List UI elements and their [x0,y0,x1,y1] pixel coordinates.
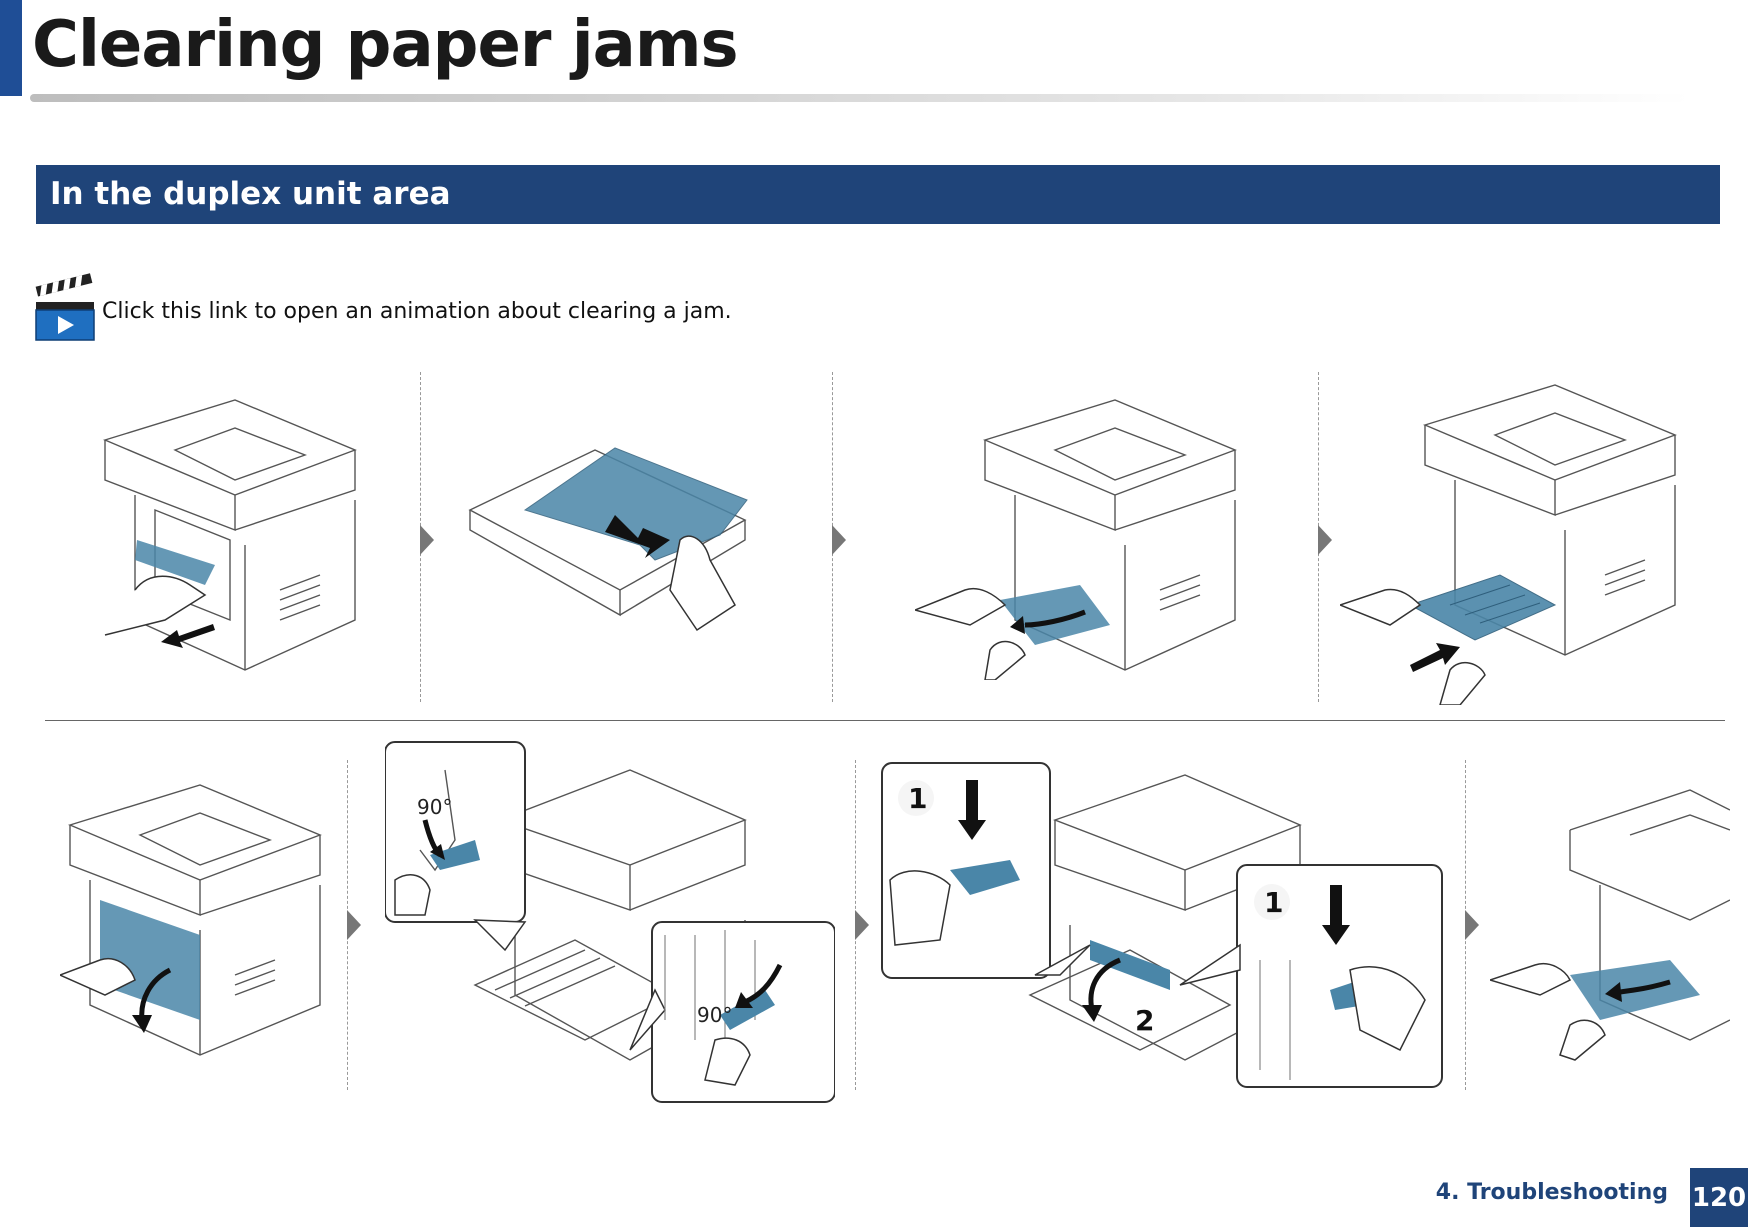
section-title: In the duplex unit area [50,176,451,212]
title-underline [30,94,1690,102]
next-step-arrow [420,525,434,555]
step-number-2: 2 [1135,1004,1154,1037]
animation-link-text[interactable]: Click this link to open an animation abo… [102,299,732,324]
next-step-arrow [347,910,361,940]
step-8-illustration [1490,789,1730,1061]
angle-label-1: 90° [417,795,452,819]
step-number-1: 1 [908,782,927,815]
angle-label-2: 90° [697,1003,732,1027]
next-step-arrow [832,525,846,555]
title-accent-bar [0,0,22,96]
animation-link[interactable]: Click this link to open an animation abo… [34,266,732,342]
step-4-illustration [1340,384,1677,705]
next-step-arrow [855,910,869,940]
step-number-1b: 1 [1264,886,1283,919]
step-3-illustration [915,399,1237,680]
page-title: Clearing paper jams [32,8,739,82]
step-5-illustration [60,784,322,1056]
step-7-illustration: 1 1 2 [881,762,1443,1088]
step-1-illustration [102,399,357,671]
row-divider [45,720,1725,721]
section-header: In the duplex unit area [36,165,1720,224]
chapter-label: 4. Troubleshooting [1435,1180,1668,1205]
step-2-illustration [468,447,748,632]
next-step-arrow [1465,910,1479,940]
next-step-arrow [1318,525,1332,555]
video-clapper-icon[interactable] [34,272,96,342]
page-number: 120 [1690,1168,1748,1227]
step-6-illustration: 90° 90° [385,741,835,1103]
